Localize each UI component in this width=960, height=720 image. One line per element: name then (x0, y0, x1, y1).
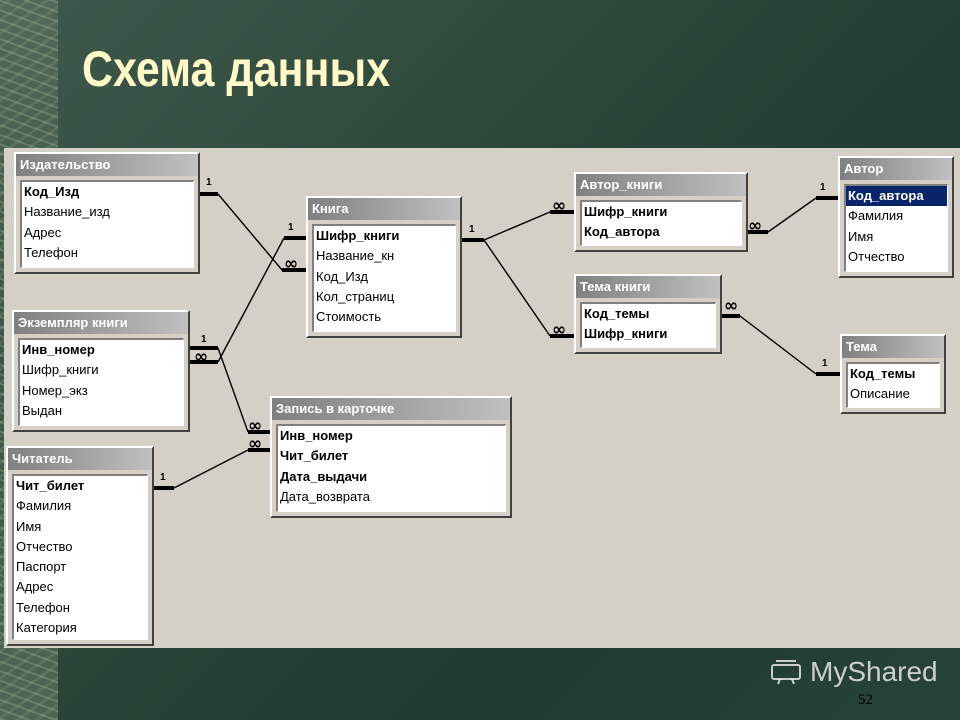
field-item[interactable]: Код_Изд (24, 184, 80, 199)
field-list[interactable]: Шифр_книги Код_автора (580, 200, 742, 246)
cardinality-one: 1 (201, 334, 207, 345)
field-item[interactable]: Фамилия (16, 498, 72, 514)
cardinality-many: ∞ (724, 296, 739, 316)
relation-line-kniga-avtkn (483, 211, 551, 241)
slide-title: Схема данных (82, 41, 391, 97)
relation-line-tema-temkn (739, 315, 817, 375)
cardinality-many: ∞ (284, 254, 299, 274)
field-item[interactable]: Шифр_книги (316, 228, 400, 243)
cardinality-many: ∞ (248, 416, 263, 436)
watermark-text: MyShared (810, 656, 938, 687)
field-item[interactable]: Отчество (848, 248, 905, 264)
table-zapis-v-kartochke[interactable]: Запись в карточке Инв_номер Чит_билет Да… (270, 396, 512, 518)
table-avtor[interactable]: Автор Код_автора Фамилия Имя Отчество (838, 156, 954, 278)
field-item[interactable]: Инв_номер (22, 342, 95, 357)
field-item[interactable]: Шифр_книги (22, 362, 99, 378)
field-item[interactable]: Название_кн (316, 248, 395, 264)
cardinality-one: 1 (469, 224, 475, 235)
field-item[interactable]: Чит_билет (16, 478, 85, 493)
relation-line-izd-kniga (217, 193, 283, 271)
field-item[interactable]: Дата_выдачи (280, 468, 368, 484)
cardinality-many: ∞ (248, 434, 263, 454)
field-list[interactable]: Код_автора Фамилия Имя Отчество (844, 184, 948, 272)
field-list[interactable]: Шифр_книги Название_кн Код_Изд Кол_стран… (312, 224, 456, 332)
table-tema-knigi[interactable]: Тема книги Код_темы Шифр_книги (574, 274, 722, 354)
relation-line-kniga-ekz (217, 237, 285, 363)
cardinality-many: ∞ (748, 216, 763, 236)
field-item[interactable]: Паспорт (16, 559, 67, 575)
field-item-selected[interactable]: Код_автора (846, 186, 947, 207)
cardinality-many: ∞ (552, 320, 567, 340)
relation-line-avtor-avtkn (767, 197, 817, 233)
field-item[interactable]: Телефон (24, 244, 78, 260)
table-izdatelstvo[interactable]: Издательство Код_Изд Название_изд Адрес … (14, 152, 200, 274)
field-item[interactable]: Шифр_книги (584, 204, 668, 219)
field-item[interactable]: Фамилия (848, 208, 904, 224)
field-item[interactable]: Код_темы (850, 366, 916, 381)
field-item[interactable]: Код_Изд (316, 268, 368, 284)
cardinality-one: 1 (160, 472, 166, 483)
field-item[interactable]: Стоимость (316, 309, 382, 325)
field-item[interactable]: Код_темы (584, 306, 650, 321)
field-list[interactable]: Код_темы Шифр_книги (580, 302, 716, 348)
relationship-diagram-canvas[interactable]: 1 ∞ 1 ∞ 1 ∞ 1 ∞ 1 ∞ ∞ 1 ∞ 1 ∞ Издательст… (4, 148, 960, 648)
projector-icon (771, 660, 801, 685)
page-number: 52 (858, 692, 873, 708)
table-title[interactable]: Читатель (8, 448, 152, 470)
field-list[interactable]: Чит_билет Фамилия Имя Отчество Паспорт А… (12, 474, 148, 640)
table-title[interactable]: Издательство (16, 154, 198, 176)
relation-line-ekz-zapis (217, 347, 249, 433)
field-item[interactable]: Адрес (24, 224, 62, 240)
field-item[interactable]: Кол_страниц (316, 288, 395, 304)
cardinality-many: ∞ (552, 196, 567, 216)
table-title[interactable]: Автор_книги (576, 174, 746, 196)
field-item[interactable]: Код_автора (584, 224, 660, 240)
field-item[interactable]: Номер_экз (22, 382, 88, 398)
table-chitatel[interactable]: Читатель Чит_билет Фамилия Имя Отчество … (6, 446, 154, 646)
table-kniga[interactable]: Книга Шифр_книги Название_кн Код_Изд Кол… (306, 196, 462, 338)
cardinality-one: 1 (288, 222, 294, 233)
field-item[interactable]: Шифр_книги (584, 326, 668, 342)
table-title[interactable]: Запись в карточке (272, 398, 510, 420)
table-title[interactable]: Тема книги (576, 276, 720, 298)
field-list[interactable]: Инв_номер Шифр_книги Номер_экз Выдан (18, 338, 184, 426)
cardinality-many: ∞ (194, 347, 209, 367)
field-item[interactable]: Инв_номер (280, 428, 353, 443)
field-list[interactable]: Код_темы Описание (846, 362, 940, 408)
field-item[interactable]: Отчество (16, 538, 73, 554)
table-title[interactable]: Автор (840, 158, 952, 180)
field-item[interactable]: Описание (850, 386, 910, 402)
table-ekzemplyar-knigi[interactable]: Экземпляр книги Инв_номер Шифр_книги Ном… (12, 310, 190, 432)
cardinality-one: 1 (206, 177, 212, 188)
field-item[interactable]: Выдан (22, 402, 63, 418)
field-list[interactable]: Код_Изд Название_изд Адрес Телефон (20, 180, 194, 268)
relationship-lines (154, 192, 840, 490)
table-tema[interactable]: Тема Код_темы Описание (840, 334, 946, 414)
field-item[interactable]: Название_изд (24, 204, 110, 220)
relation-line-chit-zapis (173, 449, 249, 489)
table-title[interactable]: Тема (842, 336, 944, 358)
watermark: MyShared (770, 656, 938, 688)
cardinality-one: 1 (822, 358, 828, 369)
cardinality-one: 1 (820, 182, 826, 193)
field-item[interactable]: Имя (16, 518, 42, 534)
field-item[interactable]: Имя (848, 228, 874, 244)
table-title[interactable]: Книга (308, 198, 460, 220)
table-avtor-knigi[interactable]: Автор_книги Шифр_книги Код_автора (574, 172, 748, 252)
field-item[interactable]: Дата_возврата (280, 488, 370, 504)
table-title[interactable]: Экземпляр книги (14, 312, 188, 334)
field-list[interactable]: Инв_номер Чит_билет Дата_выдачи Дата_воз… (276, 424, 506, 512)
relation-line-kniga-temkn (483, 239, 551, 337)
field-item[interactable]: Телефон (16, 599, 70, 615)
field-item[interactable]: Чит_билет (280, 448, 349, 464)
field-item[interactable]: Адрес (16, 579, 54, 595)
field-item[interactable]: Категория (16, 620, 77, 636)
